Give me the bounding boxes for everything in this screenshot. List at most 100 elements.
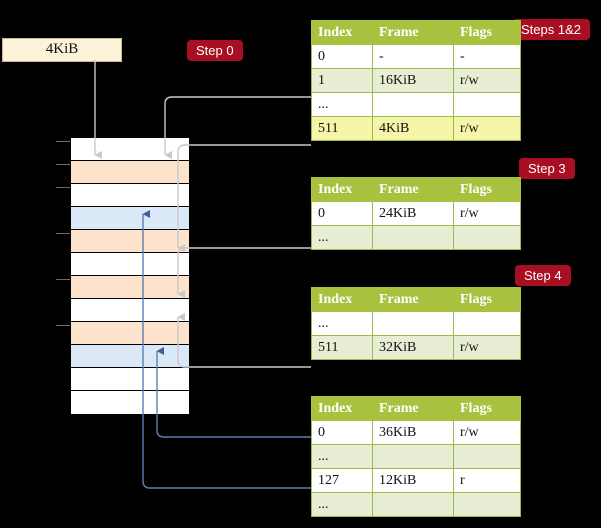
badge-step4-label: Step 4 xyxy=(524,268,562,283)
table-cell-flags xyxy=(453,444,521,469)
memory-cell xyxy=(71,230,189,253)
table-cell-index: 1 xyxy=(311,68,373,93)
column-header-index: Index xyxy=(311,396,373,421)
table-cell-flags xyxy=(453,92,521,117)
memory-cell xyxy=(71,161,189,184)
table-cell-flags: r/w xyxy=(453,335,521,360)
connector-step2 xyxy=(177,144,311,252)
badge-step4: Step 4 xyxy=(515,265,571,286)
table-cell-flags xyxy=(453,311,521,336)
table-cell-frame: 12KiB xyxy=(372,468,454,493)
physical-memory-column xyxy=(70,137,190,414)
column-header-index: Index xyxy=(311,177,373,202)
table-cell-frame xyxy=(372,311,454,336)
column-header-index: Index xyxy=(311,20,373,45)
memory-cell xyxy=(71,138,189,161)
memory-cell xyxy=(71,345,189,368)
column-header-frame: Frame xyxy=(372,287,454,312)
table-cell-frame: 32KiB xyxy=(372,335,454,360)
badge-step0-label: Step 0 xyxy=(196,43,234,58)
column-header-index: Index xyxy=(311,287,373,312)
badge-step3: Step 3 xyxy=(519,158,575,179)
table-cell-flags: r/w xyxy=(453,420,521,445)
table-cell-index: 0 xyxy=(311,201,373,226)
table-row: ... xyxy=(311,492,521,517)
memory-tick xyxy=(56,141,70,142)
table-cell-index: ... xyxy=(311,492,373,517)
table-cell-flags: r/w xyxy=(453,68,521,93)
memory-cell xyxy=(71,276,189,299)
column-header-flags: Flags xyxy=(453,287,521,312)
table-cell-index: ... xyxy=(311,225,373,250)
connector-step3 xyxy=(177,247,311,298)
memory-cell xyxy=(71,207,189,230)
memory-tick xyxy=(56,233,70,234)
source-frame-label: 4KiB xyxy=(45,41,79,57)
table-row: 0-- xyxy=(311,44,521,69)
column-header-frame: Frame xyxy=(372,177,454,202)
table-cell-frame xyxy=(372,225,454,250)
table-cell-frame xyxy=(372,444,454,469)
column-header-flags: Flags xyxy=(453,396,521,421)
table-cell-index: 0 xyxy=(311,44,373,69)
table-cell-index: 511 xyxy=(311,335,373,360)
badge-step3-label: Step 3 xyxy=(528,161,566,176)
table-row: ... xyxy=(311,225,521,250)
table-cell-frame: - xyxy=(372,44,454,69)
table-cell-flags: r xyxy=(453,468,521,493)
memory-cell xyxy=(71,253,189,276)
connector-step4 xyxy=(177,313,311,368)
table-cell-index: ... xyxy=(311,92,373,117)
table-cell-flags: r/w xyxy=(453,201,521,226)
memory-tick xyxy=(56,325,70,326)
table-cell-frame: 36KiB xyxy=(372,420,454,445)
table-cell-index: ... xyxy=(311,311,373,336)
table-cell-frame xyxy=(372,492,454,517)
table-cell-frame: 24KiB xyxy=(372,201,454,226)
table-row: ... xyxy=(311,444,521,469)
table-cell-flags: r/w xyxy=(453,116,521,141)
memory-tick xyxy=(56,164,70,165)
memory-tick xyxy=(56,279,70,280)
table-cell-flags xyxy=(453,492,521,517)
table-cell-flags xyxy=(453,225,521,250)
table-cell-index: 511 xyxy=(311,116,373,141)
column-header-frame: Frame xyxy=(372,396,454,421)
table-row: ... xyxy=(311,311,521,336)
badge-step0: Step 0 xyxy=(187,40,243,61)
table-cell-flags: - xyxy=(453,44,521,69)
badge-steps-1-2: Steps 1&2 xyxy=(512,19,590,40)
table-cell-frame: 4KiB xyxy=(372,116,454,141)
table-cell-frame: 16KiB xyxy=(372,68,454,93)
source-frame-box: 4KiB xyxy=(2,38,122,62)
badge-steps-1-2-label: Steps 1&2 xyxy=(521,22,581,37)
column-header-flags: Flags xyxy=(453,20,521,45)
table-row: ... xyxy=(311,92,521,117)
memory-cell xyxy=(71,368,189,391)
memory-cell xyxy=(71,184,189,207)
column-header-frame: Frame xyxy=(372,20,454,45)
memory-cell xyxy=(71,299,189,322)
table-cell-index: ... xyxy=(311,444,373,469)
memory-tick xyxy=(56,187,70,188)
table-cell-index: 127 xyxy=(311,468,373,493)
memory-cell xyxy=(71,322,189,345)
column-header-flags: Flags xyxy=(453,177,521,202)
memory-cell xyxy=(71,391,189,414)
table-cell-index: 0 xyxy=(311,420,373,445)
